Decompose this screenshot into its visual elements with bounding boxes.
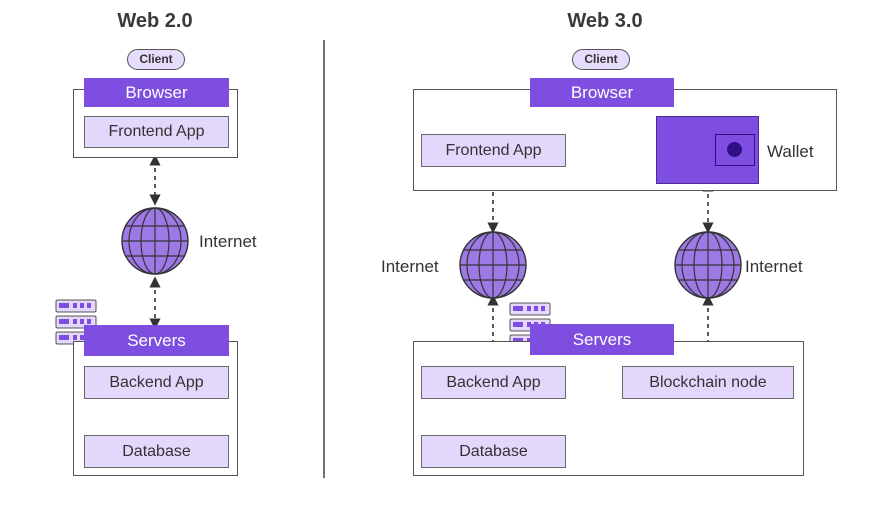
web3-internet-label-left: Internet	[381, 257, 439, 276]
wallet-slot	[715, 134, 755, 166]
web3-database: Database	[421, 435, 566, 468]
wallet-coin-icon	[727, 142, 742, 157]
globe-icon-left	[459, 231, 527, 299]
web3-backend-app: Backend App	[421, 366, 566, 399]
web2-servers-bar: Servers	[84, 325, 229, 356]
wallet-label: Wallet	[767, 142, 814, 161]
globe-icon-right	[674, 231, 742, 299]
blockchain-node: Blockchain node	[622, 366, 794, 399]
web3-frontend-app: Frontend App	[421, 134, 566, 167]
web2-database: Database	[84, 435, 229, 468]
web3-internet-label-right: Internet	[745, 257, 803, 276]
web2-client-badge: Client	[127, 49, 185, 70]
web3-servers-bar: Servers	[530, 324, 674, 355]
web3-client-badge: Client	[572, 49, 630, 70]
web3-title: Web 3.0	[567, 10, 643, 32]
web2-backend-app: Backend App	[84, 366, 229, 399]
web2-frontend-app: Frontend App	[84, 116, 229, 148]
web3-browser-bar: Browser	[530, 78, 674, 107]
web2-browser-bar: Browser	[84, 78, 229, 107]
web2-title: Web 2.0	[117, 10, 193, 32]
wallet-box	[656, 116, 759, 184]
web2-internet-label: Internet	[199, 232, 257, 251]
globe-icon	[121, 207, 189, 275]
